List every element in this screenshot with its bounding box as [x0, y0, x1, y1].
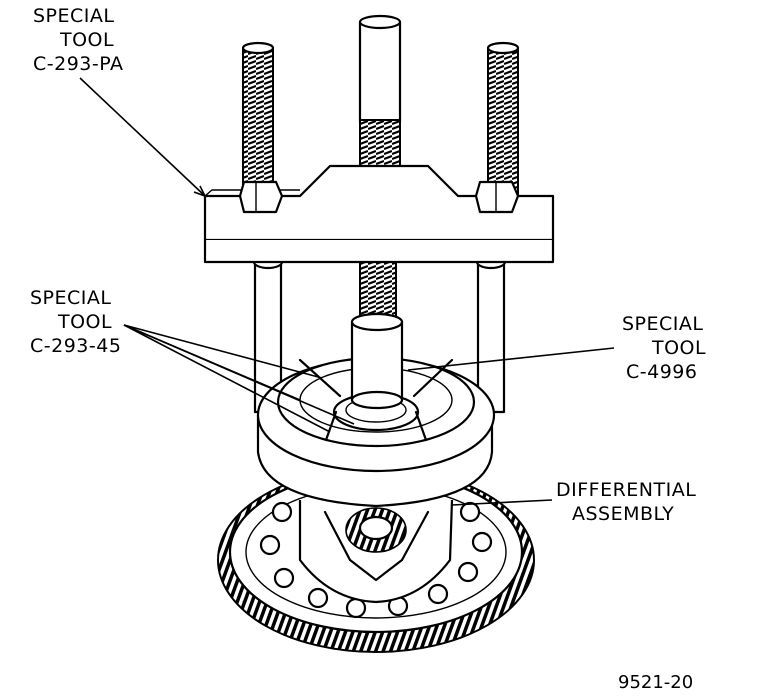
pinion-gears — [345, 507, 407, 553]
puller-legs — [252, 254, 507, 414]
label-tool-4996: SPECIAL TOOL C-4996 — [622, 313, 713, 383]
center-screw-upper — [358, 14, 402, 186]
yoke-crossbar — [203, 164, 555, 264]
adapter-ring — [256, 356, 496, 508]
ring-gear-bolts — [259, 501, 493, 619]
ring-gear — [217, 467, 535, 653]
center-screw-lower — [350, 249, 404, 410]
label-tool-45: SPECIAL TOOL C-293-45 — [30, 287, 121, 357]
figure-number: 9521-20 — [618, 672, 693, 693]
leader-lines — [79, 77, 615, 506]
label-differential: DIFFERENTIAL ASSEMBLY — [556, 479, 703, 525]
label-tool-pa: SPECIAL TOOL C-293-PA — [33, 5, 123, 75]
hex-nuts — [238, 180, 520, 214]
outer-screws — [241, 41, 520, 199]
